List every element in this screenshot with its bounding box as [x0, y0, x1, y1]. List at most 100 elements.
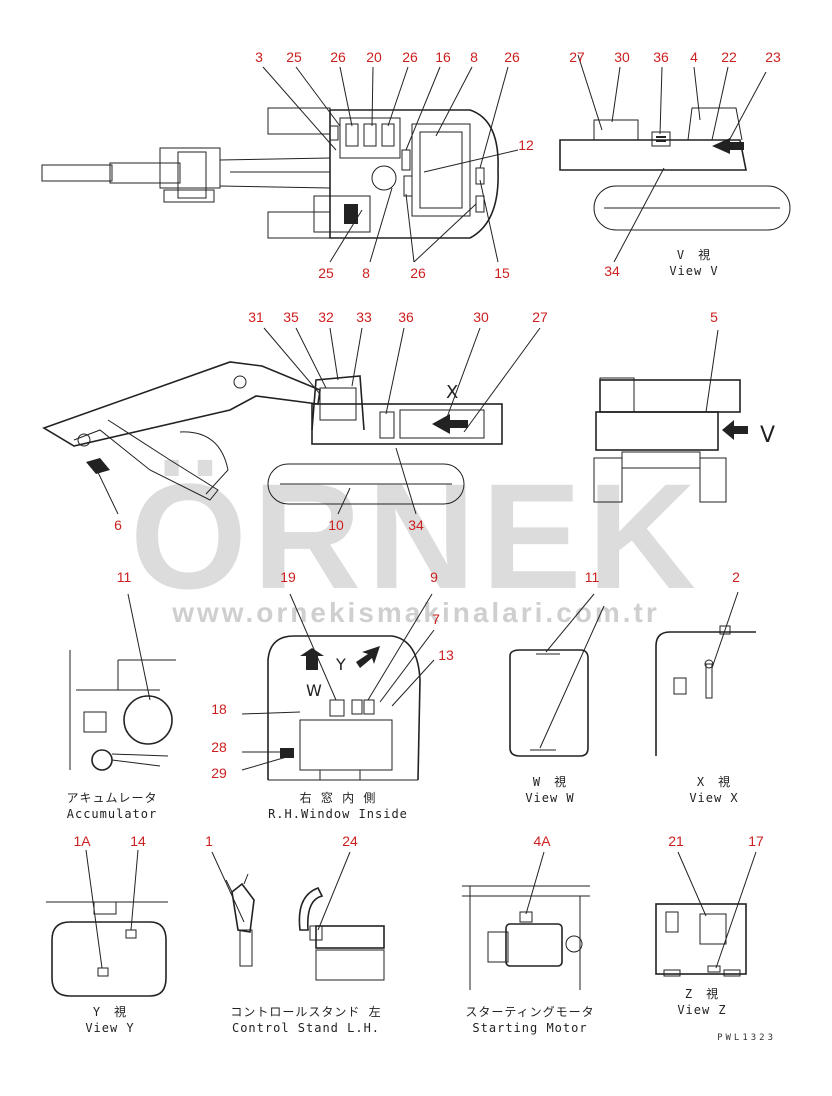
callout-1a: 1A [73, 833, 91, 849]
callout-5: 5 [710, 309, 718, 325]
watermark-url: www.ornekismakinalari.com.tr [171, 597, 660, 628]
view-v-drawing: 27 30 36 4 22 23 34 V 視 View V [559, 49, 791, 279]
callout-8: 8 [470, 49, 478, 65]
caption-view-x: View X [689, 791, 738, 805]
callout-15: 15 [494, 265, 510, 281]
track-left-top [267, 107, 331, 135]
lever-right [298, 887, 324, 931]
callout-36: 36 [653, 49, 669, 65]
lever-left [231, 882, 255, 933]
top-view-drawing: 3 25 26 20 26 16 8 26 12 25 8 26 15 [41, 49, 534, 281]
callout-35: 35 [283, 309, 299, 325]
watermark: ÖRNEK www.ornekismakinalari.com.tr [130, 452, 696, 628]
caption-view-v: View V [669, 264, 718, 278]
rh-window-inside-drawing: W Y 19 9 7 13 18 28 29 右 窓 内 側 R.H.Windo… [211, 569, 454, 821]
view-marker-x: X [446, 382, 458, 403]
callout-34: 34 [408, 517, 424, 533]
callout-6: 6 [114, 517, 122, 533]
callout-28: 28 [211, 739, 227, 755]
view-w-drawing: 11 W 視 View W [509, 569, 605, 805]
caption-control-stand: Control Stand L.H. [232, 1021, 380, 1035]
callout-27: 27 [532, 309, 548, 325]
callout-21: 21 [668, 833, 684, 849]
callout-34: 34 [604, 263, 620, 279]
callout-26: 26 [504, 49, 520, 65]
track-side [267, 463, 465, 505]
caption-starting-motor: Starting Motor [472, 1021, 587, 1035]
window-w [509, 649, 589, 757]
cab-side-v [687, 107, 743, 141]
arrow-w [300, 648, 324, 670]
starting-motor-drawing: 4A スターティングモータ Starting Motor [462, 833, 594, 1035]
caption-view-w-jp: W 視 [533, 774, 567, 789]
caption-rh-window-jp: 右 窓 内 側 [300, 790, 377, 805]
callout-26: 26 [410, 265, 426, 281]
view-y-drawing: 1A 14 Y 視 View Y [46, 833, 168, 1035]
accumulator-sphere [123, 695, 173, 745]
callout-25: 25 [318, 265, 334, 281]
caption-view-y: View Y [85, 1021, 134, 1035]
accumulator-drawing: 11 アキュムレータ Accumulator [66, 569, 176, 821]
callout-8: 8 [362, 265, 370, 281]
callout-26: 26 [402, 49, 418, 65]
caption-view-v-jp: V 視 [677, 247, 711, 262]
boom-side [42, 361, 321, 447]
callout-24: 24 [342, 833, 358, 849]
callout-25: 25 [286, 49, 302, 65]
window-y [51, 921, 167, 997]
callout-32: 32 [318, 309, 334, 325]
callout-26: 26 [330, 49, 346, 65]
callout-11: 11 [117, 569, 132, 585]
starter-motor-body [505, 923, 563, 967]
callout-2: 2 [732, 569, 740, 585]
callout-18: 18 [211, 701, 227, 717]
callout-9: 9 [430, 569, 438, 585]
cab-roof-top [411, 123, 471, 217]
track-v [593, 185, 791, 231]
callout-11: 11 [585, 569, 600, 585]
callout-36: 36 [398, 309, 414, 325]
callout-14: 14 [130, 833, 146, 849]
callout-4: 4 [690, 49, 698, 65]
view-marker-v: V [760, 423, 775, 448]
callout-4a: 4A [533, 833, 551, 849]
caption-starting-motor-jp: スターティングモータ [465, 1005, 594, 1019]
callout-22: 22 [721, 49, 737, 65]
caption-control-stand-jp: コントロールスタンド 左 [230, 1004, 381, 1019]
callout-19: 19 [280, 569, 296, 585]
caption-view-y-jp: Y 視 [93, 1004, 127, 1019]
control-stand-drawing: 1 24 コントロールスタンド 左 Control Stand L.H. [205, 833, 385, 1035]
callout-20: 20 [366, 49, 382, 65]
callout-33: 33 [356, 309, 372, 325]
cab-window-outline [267, 635, 421, 781]
caption-view-z-jp: Z 視 [685, 986, 719, 1001]
callout-10: 10 [328, 517, 344, 533]
callout-23: 23 [765, 49, 781, 65]
view-x-drawing: 2 X 視 View X [655, 569, 756, 805]
arrow-y [356, 646, 380, 668]
caption-accumulator: Accumulator [67, 807, 157, 821]
bucket-top [41, 164, 113, 182]
view-z-drawing: 21 17 Z 視 View Z [655, 833, 764, 1017]
callout-30: 30 [473, 309, 489, 325]
rear-view-drawing: 5 V [593, 309, 775, 503]
panel-x [655, 631, 756, 756]
callout-16: 16 [435, 49, 451, 65]
callout-30: 30 [614, 49, 630, 65]
caption-view-w: View W [525, 791, 574, 805]
callout-17: 17 [748, 833, 764, 849]
caption-view-z: View Z [677, 1003, 726, 1017]
caption-accumulator-jp: アキュムレータ [66, 791, 157, 805]
callout-3: 3 [255, 49, 263, 65]
caption-view-x-jp: X 視 [697, 774, 731, 789]
callout-13: 13 [438, 647, 454, 663]
view-marker-y: Y [335, 655, 346, 674]
track-right-top [267, 211, 331, 239]
caption-rh-window: R.H.Window Inside [268, 807, 408, 821]
callout-7: 7 [432, 611, 440, 627]
upper-body-top [329, 109, 499, 239]
view-marker-w: W [306, 681, 322, 700]
callout-12: 12 [518, 137, 534, 153]
